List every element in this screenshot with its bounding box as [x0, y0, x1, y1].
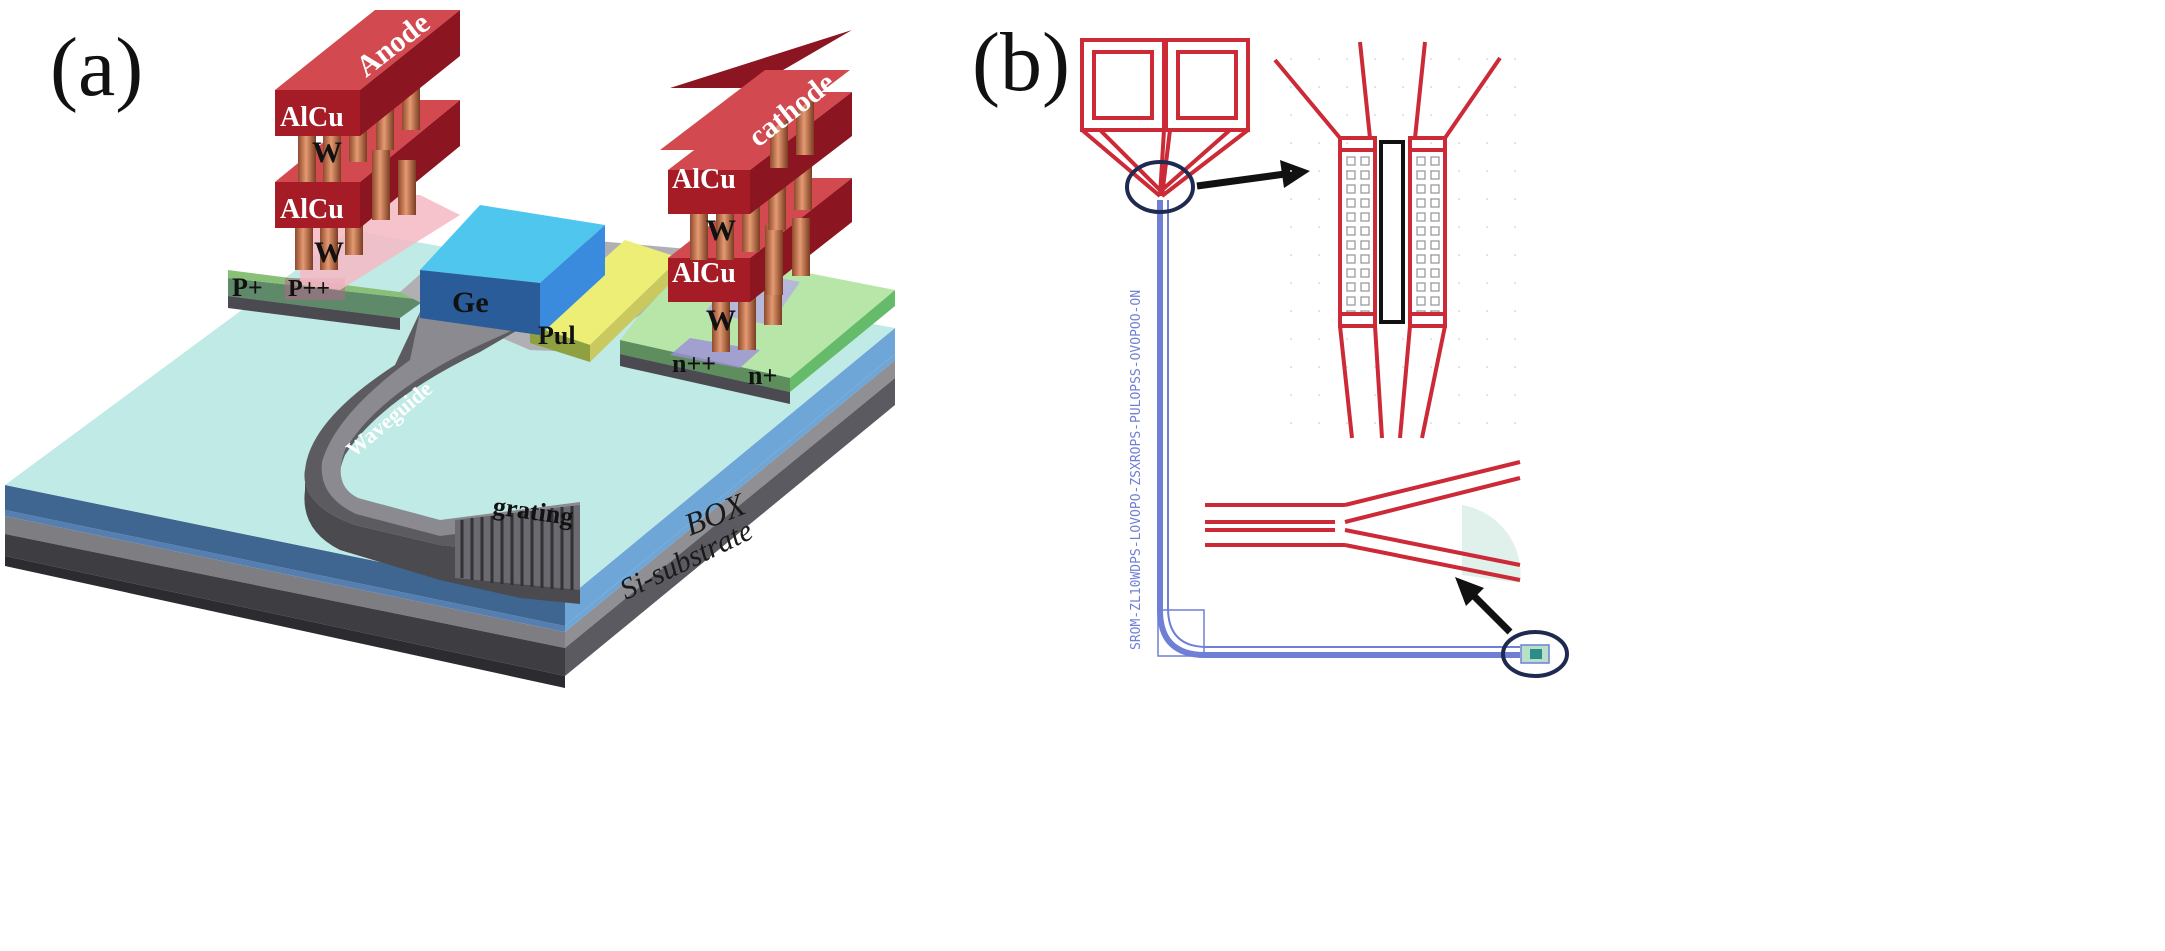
panel-b: (b) SROM-ZL10WDPS-LOVOPO-ZSXROPS-PULOPSS…	[972, 16, 1569, 678]
panel-b-label: (b)	[972, 16, 1070, 109]
pul-label: Pul	[538, 321, 576, 350]
coupler-core	[1530, 649, 1542, 659]
coupler-highlight	[1501, 630, 1569, 678]
detector-inset	[1273, 40, 1525, 450]
bond-pads	[1080, 38, 1250, 198]
w-top-label: W	[312, 136, 342, 169]
pad-junction-highlight	[1125, 160, 1195, 214]
zoom-arrow-lower	[1455, 577, 1513, 635]
ge-block	[420, 205, 605, 335]
n-plus-label: n+	[748, 361, 777, 390]
alcu-top-label: AlCu	[280, 102, 344, 133]
alcu-lower-label: AlCu	[280, 194, 344, 225]
w-lower-label: W	[314, 236, 344, 269]
w-right-lower-label: W	[706, 304, 736, 337]
p-plus-label: P+	[232, 273, 263, 302]
grating-teeth	[455, 505, 580, 590]
waveguide	[304, 312, 580, 604]
panel-a-label: (a)	[50, 21, 143, 114]
substrate-slab	[5, 360, 895, 688]
w-right-top-label: W	[706, 214, 736, 247]
blue-waveguide-route	[1157, 200, 1520, 658]
coupler-inset	[1205, 460, 1521, 583]
alcu-right-top-label: AlCu	[672, 164, 736, 195]
layout-id-text: SROM-ZL10WDPS-LOVOPO-ZSXROPS-PULOPSS-OVO…	[1129, 290, 1144, 650]
n-plus-plus-label: n++	[672, 349, 716, 378]
n-plus-plus-region	[670, 338, 760, 368]
p-plus-plus-label: P++	[288, 276, 330, 302]
alcu-right-lower-label: AlCu	[672, 258, 736, 289]
anode-stack	[275, 10, 460, 270]
ge-label: Ge	[452, 286, 489, 319]
cathode-stack	[660, 30, 852, 352]
panel-a: (a)	[5, 6, 895, 688]
